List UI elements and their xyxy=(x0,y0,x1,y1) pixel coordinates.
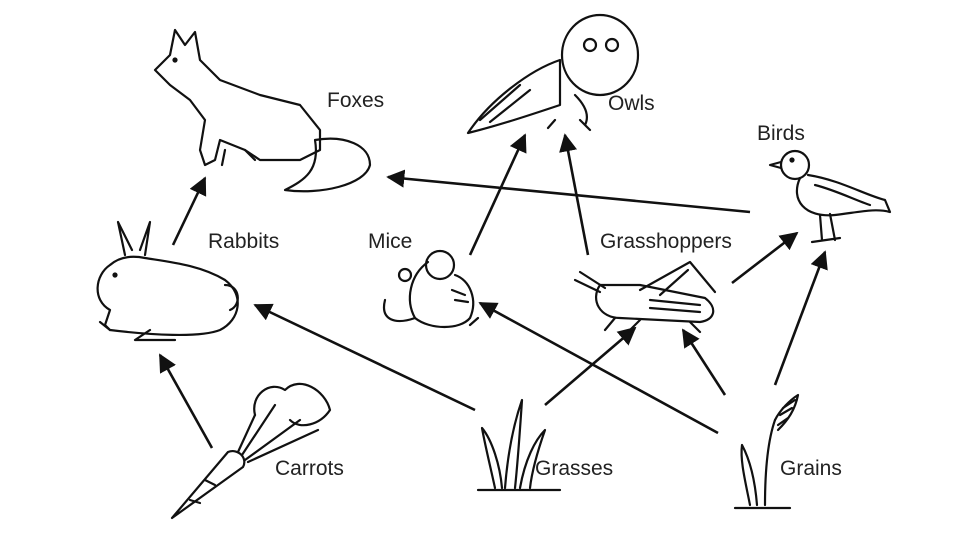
arrow-grains-to-birds xyxy=(773,250,828,386)
arrow-rabbits-to-foxes xyxy=(171,176,207,246)
arrow-grasshoppers-to-birds xyxy=(731,231,799,285)
arrow-grains-to-grasshoppers xyxy=(681,328,727,396)
label-foxes: Foxes xyxy=(327,89,385,112)
label-grasses: Grasses xyxy=(535,457,614,480)
carrot-illustration xyxy=(170,382,332,520)
grasses-illustration xyxy=(476,398,562,492)
label-grasshoppers: Grasshoppers xyxy=(600,230,732,253)
arrow-grasses-to-rabbits xyxy=(253,303,476,412)
grasshopper-illustration xyxy=(573,260,717,334)
arrow-mice-to-owls xyxy=(468,133,527,256)
label-birds: Birds xyxy=(757,122,805,145)
owl-illustration xyxy=(466,13,640,135)
label-owls: Owls xyxy=(608,92,655,115)
arrow-birds-to-foxes xyxy=(386,169,751,214)
arrows-group xyxy=(158,133,828,449)
label-grains: Grains xyxy=(780,457,842,480)
arrow-carrots-to-rabbits xyxy=(158,353,214,449)
grains-illustration xyxy=(733,393,800,510)
label-rabbits: Rabbits xyxy=(208,230,280,253)
label-mice: Mice xyxy=(368,230,413,253)
bird-illustration xyxy=(768,149,892,244)
arrow-grasses-to-grasshoppers xyxy=(544,326,637,406)
rabbit-illustration xyxy=(96,220,239,342)
mouse-illustration xyxy=(382,249,480,328)
arrow-grains-to-mice xyxy=(478,301,719,435)
fox-illustration xyxy=(153,28,372,193)
label-carrots: Carrots xyxy=(275,457,344,480)
